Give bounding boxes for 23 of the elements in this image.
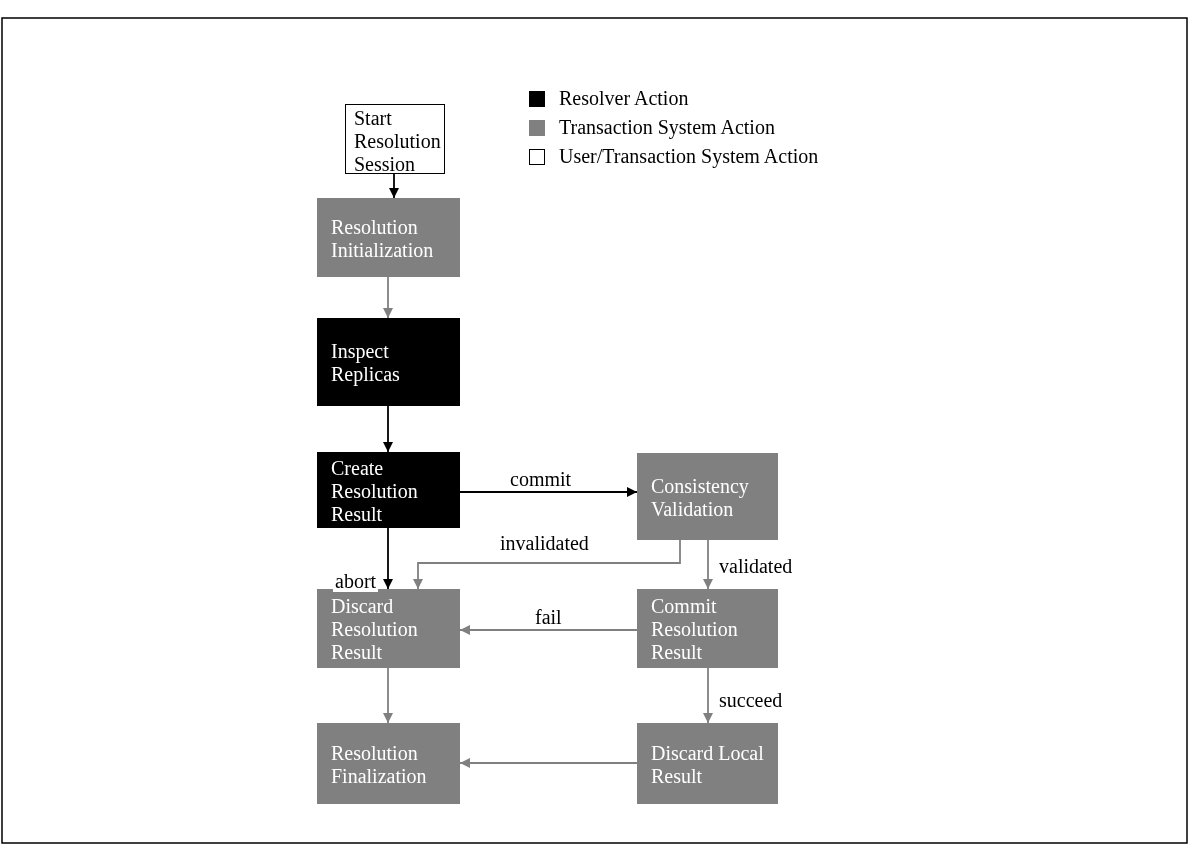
process-box: Consistency Validation bbox=[637, 453, 778, 540]
process-box: Discard Resolution Result bbox=[317, 589, 460, 668]
arrow bbox=[459, 625, 638, 635]
legend-label: Resolver Action bbox=[559, 87, 689, 110]
arrow bbox=[383, 276, 393, 319]
legend-label: Transaction System Action bbox=[559, 116, 775, 139]
arrow bbox=[383, 667, 393, 724]
arrow bbox=[383, 527, 393, 590]
legend-label: User/Transaction System Action bbox=[559, 145, 819, 168]
process-box: Create Resolution Result bbox=[317, 452, 460, 528]
arrow bbox=[413, 539, 681, 590]
arrow bbox=[459, 487, 638, 497]
arrow bbox=[703, 667, 713, 724]
arrow bbox=[383, 405, 393, 453]
process-box: Inspect Replicas bbox=[317, 318, 460, 406]
process-box: Resolution Finalization bbox=[317, 723, 460, 804]
process-box: Commit Resolution Result bbox=[637, 589, 778, 668]
process-box: Discard Local Result bbox=[637, 723, 778, 804]
process-box: Resolution Initialization bbox=[317, 198, 460, 277]
arrow bbox=[703, 539, 713, 590]
arrow bbox=[459, 758, 638, 768]
process-box: Start Resolution Session bbox=[345, 104, 445, 174]
arrow bbox=[389, 173, 399, 199]
